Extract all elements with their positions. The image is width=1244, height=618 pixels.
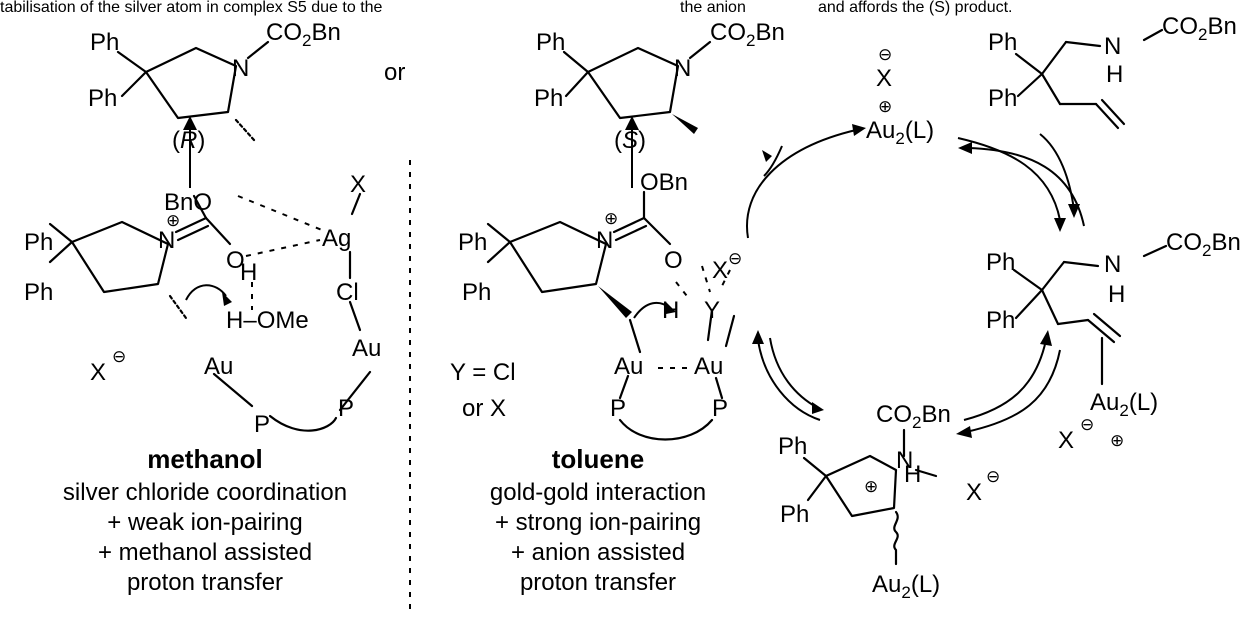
methanol-line-3: + methanol assisted xyxy=(98,539,312,566)
co2bn-label: CO2Bn xyxy=(266,19,341,50)
ph-label: Ph xyxy=(988,29,1017,56)
h-label: H xyxy=(904,461,921,488)
pyrrolidine-ring-r xyxy=(144,46,238,120)
au2l-label: Au2(L) xyxy=(872,571,940,602)
o-label: O xyxy=(664,247,683,274)
ph-label: Ph xyxy=(986,249,1015,276)
charge-plus: ⊕ xyxy=(864,477,878,496)
methanol-ts: Ph Ph N ⊕ BnO O H Ag X Cl Au H–OMe Au P … xyxy=(24,171,381,438)
pyrrolidinium-ring-left xyxy=(70,220,170,294)
au-label: Au xyxy=(352,335,381,362)
substrate: Ph Ph N H CO2Bn xyxy=(988,13,1237,130)
header-cut-right: and affords the (S) product. xyxy=(818,0,1012,16)
bno-label: BnO xyxy=(164,189,212,216)
au2l-label: Au2(L) xyxy=(1090,389,1158,420)
ph-label: Ph xyxy=(462,279,491,306)
or-label: or xyxy=(384,59,405,86)
h-ome-label: H–OMe xyxy=(226,307,309,334)
methanol-line-4: proton transfer xyxy=(127,569,283,596)
au-label: Au xyxy=(694,353,723,380)
au2l-label: Au2(L) xyxy=(866,117,934,148)
methanol-line-1: silver chloride coordination xyxy=(63,479,347,506)
n-label: N xyxy=(158,227,175,254)
cl-label: Cl xyxy=(336,279,359,306)
x-label: X xyxy=(1058,427,1074,454)
pi-complex: Ph Ph N H CO2Bn Au2(L) X ⊖ ⊕ xyxy=(986,229,1241,454)
x-anion-label: X xyxy=(90,359,106,386)
p-label: P xyxy=(712,395,728,422)
header-cut-middle: the anion xyxy=(680,0,746,16)
y-eq-label: Y = Cl xyxy=(450,359,516,386)
ph-label: Ph xyxy=(988,85,1017,112)
n-label: N xyxy=(1104,33,1121,60)
ph-label: Ph xyxy=(986,307,1015,334)
header-cut-left: tabilisation of the silver atom in compl… xyxy=(0,0,383,16)
au-label: Au xyxy=(204,353,233,380)
o-label: O xyxy=(226,247,245,274)
catalyst-au2l: ⊖ X ⊕ Au2(L) xyxy=(866,45,934,148)
h-label: H xyxy=(662,297,679,324)
product-r: Ph Ph N CO2Bn (R) xyxy=(88,19,341,154)
x-label: X xyxy=(966,479,982,506)
pyrrolidine-ring-s xyxy=(586,46,680,120)
charge-minus: ⊖ xyxy=(728,249,742,268)
toluene-line-1: gold-gold interaction xyxy=(490,479,706,506)
toluene-line-2: + strong ion-pairing xyxy=(495,509,701,536)
methanol-line-2: + weak ion-pairing xyxy=(107,509,302,536)
y-label: Y xyxy=(704,297,720,324)
stereo-s-label: (S) xyxy=(614,127,646,154)
toluene-line-4: proton transfer xyxy=(520,569,676,596)
au-label: Au xyxy=(614,353,643,380)
charge-minus: ⊖ xyxy=(878,45,892,64)
p-label: P xyxy=(338,395,354,422)
alkyl-gold-intermediate: Ph Ph N H ⊕ CO2Bn X ⊖ Au2(L) xyxy=(778,401,1000,602)
charge-minus: ⊖ xyxy=(1080,415,1094,434)
x-label: X xyxy=(712,257,728,284)
co2bn-label: CO2Bn xyxy=(710,19,785,50)
toluene-title: toluene xyxy=(552,444,644,474)
co2bn-label: CO2Bn xyxy=(876,401,951,432)
charge-minus: ⊖ xyxy=(986,467,1000,486)
charge-plus: ⊕ xyxy=(878,97,892,116)
ph-label: Ph xyxy=(780,501,809,528)
ph-label: Ph xyxy=(90,29,119,56)
obn-label: OBn xyxy=(640,169,688,196)
n-label: N xyxy=(596,227,613,254)
x-label: X xyxy=(350,171,366,198)
n-label: N xyxy=(896,447,913,474)
ph-label: Ph xyxy=(778,433,807,460)
ph-label: Ph xyxy=(88,85,117,112)
methanol-title: methanol xyxy=(147,444,263,474)
co2bn-label: CO2Bn xyxy=(1166,229,1241,260)
product-s: Ph Ph N CO2Bn (S) xyxy=(534,19,785,154)
ph-label: Ph xyxy=(24,229,53,256)
cycle-arrows xyxy=(746,124,1085,438)
pyrrolidinium-ring-bottom xyxy=(824,454,898,518)
n-label: N xyxy=(674,55,691,82)
charge-plus: ⊕ xyxy=(1110,431,1124,450)
n-label: N xyxy=(1104,251,1121,278)
stereo-r-label: (R) xyxy=(172,127,205,154)
ph-label: Ph xyxy=(458,229,487,256)
ag-label: Ag xyxy=(322,225,351,252)
x-label: X xyxy=(876,65,892,92)
h-label: H xyxy=(1108,281,1125,308)
co2bn-label: CO2Bn xyxy=(1162,13,1237,44)
ph-label: Ph xyxy=(534,85,563,112)
charge-minus: ⊖ xyxy=(112,347,126,366)
toluene-ts: Ph Ph N ⊕ OBn O H X ⊖ Y Au Au P P Y = Cl… xyxy=(450,169,742,441)
ph-label: Ph xyxy=(24,279,53,306)
ph-label: Ph xyxy=(536,29,565,56)
n-label: N xyxy=(232,55,249,82)
or-x-label: or X xyxy=(462,395,506,422)
toluene-line-3: + anion assisted xyxy=(511,539,685,566)
charge-plus: ⊕ xyxy=(166,211,180,230)
pyrrolidinium-ring-center xyxy=(508,220,608,294)
p-label: P xyxy=(254,411,270,438)
h-label: H xyxy=(240,259,257,286)
p-label: P xyxy=(610,395,626,422)
charge-plus: ⊕ xyxy=(604,209,618,228)
h-label: H xyxy=(1106,61,1123,88)
